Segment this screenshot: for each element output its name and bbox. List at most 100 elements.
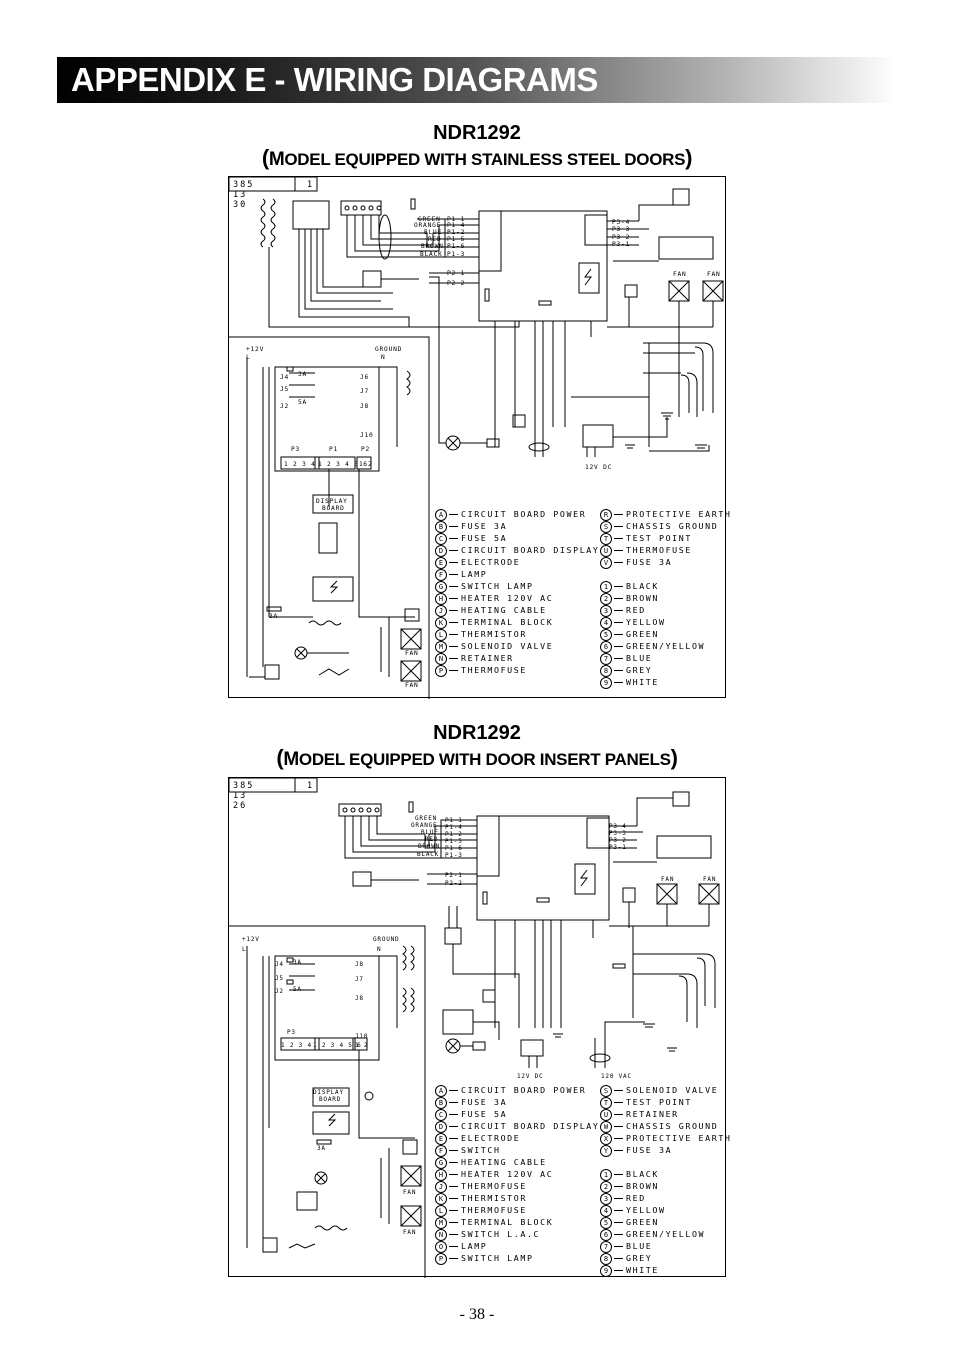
svg-text:RED: RED: [428, 236, 442, 243]
svg-text:P1-2: P1-2: [447, 229, 465, 236]
svg-text:ORANGE: ORANGE: [414, 222, 441, 229]
svg-text:1 2 3 4: 1 2 3 4: [281, 1042, 312, 1049]
svg-text:P1-2: P1-2: [445, 831, 463, 838]
svg-text:P3-2: P3-2: [612, 234, 630, 241]
svg-text:P1-5: P1-5: [447, 236, 465, 243]
svg-text:P3-4: P3-4: [609, 823, 627, 830]
svg-text:N: N: [377, 946, 381, 953]
svg-text:P3-4: P3-4: [612, 219, 630, 226]
svg-text:1 2 3 4: 1 2 3 4: [284, 461, 316, 468]
svg-text:BLACK: BLACK: [420, 251, 443, 258]
svg-text:BOARD: BOARD: [319, 1096, 341, 1103]
svg-text:BLUE: BLUE: [424, 229, 442, 236]
svg-text:P1-6: P1-6: [447, 243, 465, 250]
svg-text:P1-6: P1-6: [445, 845, 463, 852]
svg-text:12V DC: 12V DC: [517, 1073, 543, 1080]
svg-text:J2: J2: [280, 403, 289, 410]
svg-text:5A: 5A: [298, 399, 307, 406]
svg-text:N: N: [381, 354, 386, 361]
svg-text:P2-2: P2-2: [445, 880, 463, 887]
svg-text:L: L: [242, 946, 246, 953]
svg-text:J10: J10: [360, 432, 374, 439]
appendix-banner: APPENDIX E - WIRING DIAGRAMS: [57, 57, 897, 103]
svg-text:J5: J5: [275, 975, 284, 982]
svg-text:P2-1: P2-1: [445, 872, 463, 879]
svg-text:P3-1: P3-1: [609, 844, 627, 851]
svg-text:P3: P3: [291, 446, 300, 453]
page-title: APPENDIX E - WIRING DIAGRAMS: [71, 61, 598, 98]
svg-text:J2: J2: [275, 988, 284, 995]
svg-text:3A: 3A: [317, 1145, 326, 1152]
svg-text:P3-2: P3-2: [609, 837, 627, 844]
svg-text:DISPLAY: DISPLAY: [313, 1089, 344, 1096]
svg-text:GREEN: GREEN: [415, 815, 437, 822]
svg-text:BROWN: BROWN: [421, 243, 444, 250]
svg-text:FAN: FAN: [673, 271, 687, 278]
svg-text:J8: J8: [360, 403, 369, 410]
svg-text:BROWN: BROWN: [418, 843, 440, 850]
svg-text:P3: P3: [287, 1029, 296, 1036]
svg-text:P3-1: P3-1: [612, 241, 630, 248]
diagram1-model: NDR1292: [433, 122, 521, 144]
svg-text:P1-4: P1-4: [447, 222, 465, 229]
svg-text:FAN: FAN: [403, 1189, 416, 1196]
svg-text:J8: J8: [355, 995, 364, 1002]
svg-text:J4: J4: [275, 961, 284, 968]
svg-text:5A: 5A: [293, 986, 302, 993]
svg-text:BLACK: BLACK: [417, 851, 439, 858]
wiring-diagram-stainless: 385 13 30 1: [228, 176, 730, 699]
svg-text:ORANGE: ORANGE: [411, 822, 437, 829]
svg-text:DISPLAY: DISPLAY: [316, 498, 348, 505]
svg-text:P1: P1: [329, 446, 338, 453]
diagram1-subtitle: (MODEL EQUIPPED WITH STAINLESS STEEL DOO…: [261, 145, 693, 170]
svg-text:GROUND: GROUND: [375, 346, 402, 353]
diagram2-subtitle: (MODEL EQUIPPED WITH DOOR INSERT PANELS): [276, 745, 678, 770]
svg-text:RED: RED: [425, 836, 438, 843]
wiring-diagram-insert-panels: 385 13 26 1: [228, 777, 730, 1278]
svg-text:L: L: [246, 354, 251, 361]
svg-text:FAN: FAN: [403, 1229, 416, 1236]
svg-text:J7: J7: [360, 388, 369, 395]
svg-text:1 2 3 4 5 6: 1 2 3 4 5 6: [318, 461, 368, 468]
svg-text:J6: J6: [360, 374, 369, 381]
svg-text:120 VAC: 120 VAC: [601, 1073, 632, 1080]
svg-text:12V DC: 12V DC: [585, 464, 612, 471]
svg-text:P2-1: P2-1: [447, 270, 465, 277]
